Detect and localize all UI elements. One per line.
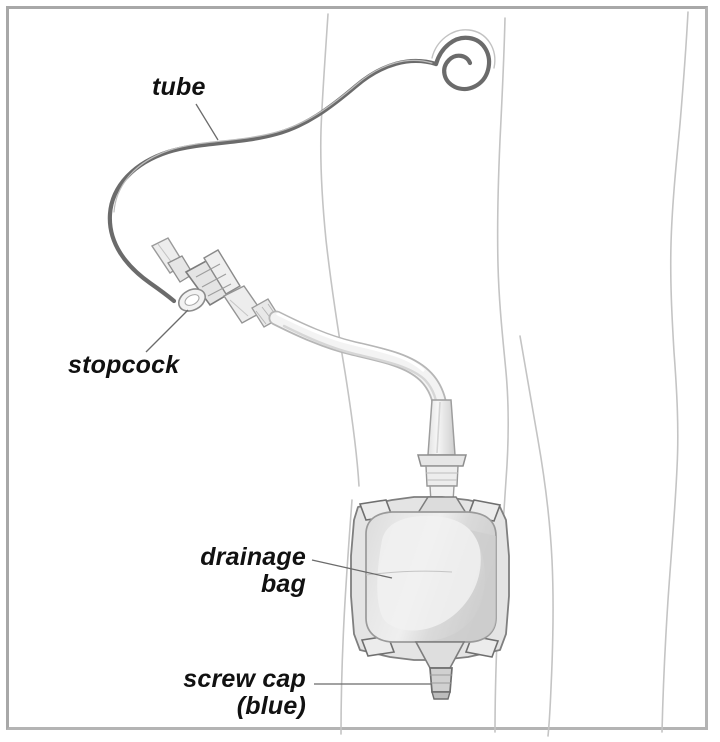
label-drainage-bag-line1: drainage — [200, 543, 306, 571]
screw-cap — [429, 667, 453, 700]
label-drainage-bag: drainage bag — [176, 544, 306, 598]
body-leg-separation-line — [519, 335, 554, 737]
label-drainage-bag-line2: bag — [260, 570, 306, 598]
tube — [107, 29, 496, 304]
body-lower-left-line — [340, 499, 353, 735]
stopcock-lower-barrel — [222, 285, 281, 328]
drainage-tube — [268, 310, 449, 422]
tube-pigtail-outer-ring — [431, 29, 496, 69]
tube-highlight — [113, 59, 433, 213]
bag-bottom-spout — [414, 641, 466, 669]
bag-shading — [424, 530, 496, 641]
bag-highlight — [377, 515, 481, 631]
drainage-tube-inner-fill — [270, 312, 447, 420]
bag-top-connector — [417, 399, 467, 503]
stopcock-handle-loop — [177, 288, 207, 312]
label-screw-cap: screw cap (blue) — [158, 666, 306, 720]
screw-cap-base — [431, 691, 451, 700]
leader-line-tube — [195, 103, 219, 141]
body-outer-leg-line — [661, 11, 689, 733]
leader-lines — [145, 103, 432, 685]
label-tube: tube — [152, 73, 206, 101]
connector-flange — [417, 454, 467, 467]
stopcock-upper-luer — [150, 237, 194, 283]
drainage-tube-shadow — [282, 324, 440, 416]
label-screw-cap-line1: screw cap — [183, 665, 306, 693]
tube-main-path — [107, 58, 439, 304]
leader-line-stopcock — [145, 309, 189, 353]
connector-funnel — [427, 399, 456, 456]
tube-pigtail-coil — [433, 35, 492, 92]
stopcock — [150, 237, 281, 328]
drainage-bag — [350, 496, 510, 700]
connector-collar — [425, 465, 459, 487]
label-screw-cap-line2: (blue) — [236, 692, 306, 720]
drainage-tube-highlight — [276, 312, 425, 372]
label-stopcock: stopcock — [68, 351, 180, 379]
leader-line-drainage-bag — [311, 559, 393, 579]
body-hip-line — [319, 13, 360, 487]
screw-cap-body — [429, 667, 453, 693]
